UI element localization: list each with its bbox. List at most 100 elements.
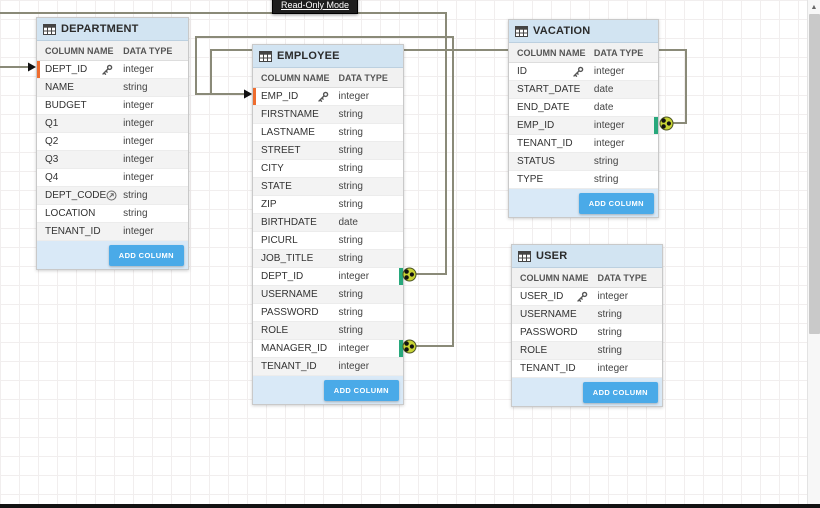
add-column-button[interactable]: ADD COLUMN — [323, 379, 399, 401]
data-type-header: DATA TYPE — [123, 45, 173, 56]
column-name: ID — [517, 66, 527, 77]
scroll-up-arrow-icon[interactable]: ▲ — [810, 3, 818, 11]
vertical-scrollbar-thumb[interactable] — [809, 14, 820, 334]
column-name: MANAGER_ID — [261, 343, 328, 354]
table-row[interactable]: Q2 integer — [37, 133, 188, 151]
table-row[interactable]: Q3 integer — [37, 151, 188, 169]
column-data-type: string — [597, 345, 622, 356]
vertical-scrollbar[interactable]: ▲ — [807, 0, 820, 504]
window-bottom-edge — [0, 504, 820, 508]
column-data-type: string — [338, 235, 363, 246]
primary-key-icon — [101, 64, 113, 76]
column-name-header: COLUMN NAME — [520, 272, 589, 283]
column-name: USER_ID — [520, 291, 564, 302]
column-name: DEPT_CODE — [45, 190, 107, 201]
column-name: TENANT_ID — [517, 138, 573, 149]
column-name-header: COLUMN NAME — [261, 72, 330, 83]
column-data-type: string — [593, 156, 619, 167]
column-name: Q3 — [45, 154, 59, 165]
fk-connector-dot[interactable] — [402, 339, 417, 354]
table-header-department[interactable]: DEPARTMENT — [37, 18, 188, 41]
table-title: VACATION — [533, 25, 591, 37]
column-name: Q2 — [45, 136, 59, 147]
column-data-type: integer — [123, 100, 154, 111]
column-name: TENANT_ID — [45, 226, 101, 237]
add-column-button[interactable]: ADD COLUMN — [108, 244, 184, 266]
column-data-type: integer — [123, 172, 154, 183]
table-row[interactable]: ID integer — [509, 63, 658, 81]
table-footer: ADD COLUMN — [253, 376, 403, 404]
column-name: TYPE — [517, 174, 544, 185]
column-data-type: integer — [123, 136, 154, 147]
read-only-mode-badge[interactable]: Read-Only Mode — [272, 0, 359, 14]
table-header-user[interactable]: USER — [512, 245, 662, 268]
column-name: ROLE — [520, 345, 548, 356]
relationship-arrowhead — [244, 89, 252, 99]
fk-connector-dot[interactable] — [659, 116, 674, 131]
table-row[interactable]: ROLE string — [512, 342, 662, 360]
column-name: NAME — [45, 82, 74, 93]
column-name: END_DATE — [517, 102, 570, 113]
column-name: JOB_TITLE — [261, 253, 314, 264]
table-row[interactable]: MANAGER_ID integer — [253, 340, 403, 358]
add-column-button[interactable]: ADD COLUMN — [578, 192, 654, 214]
column-data-type: string — [597, 327, 622, 338]
fk-anchor-marker — [399, 340, 403, 357]
add-column-button[interactable]: ADD COLUMN — [582, 381, 658, 403]
column-data-type: integer — [123, 154, 154, 165]
column-data-type: integer — [597, 363, 629, 374]
table-header-vacation[interactable]: VACATION — [509, 20, 658, 43]
column-data-type: integer — [593, 66, 625, 77]
column-data-type: string — [338, 181, 363, 192]
column-name: PASSWORD — [261, 307, 319, 318]
column-data-type: integer — [338, 343, 370, 354]
column-data-type: string — [338, 325, 363, 336]
table-header-employee[interactable]: EMPLOYEE — [253, 45, 403, 68]
column-name: EMP_ID — [517, 120, 555, 131]
relationship-arrowhead — [244, 89, 252, 99]
fk-connector-dot[interactable] — [402, 267, 417, 282]
pk-target-marker — [37, 61, 40, 78]
column-name: ZIP — [261, 199, 277, 210]
